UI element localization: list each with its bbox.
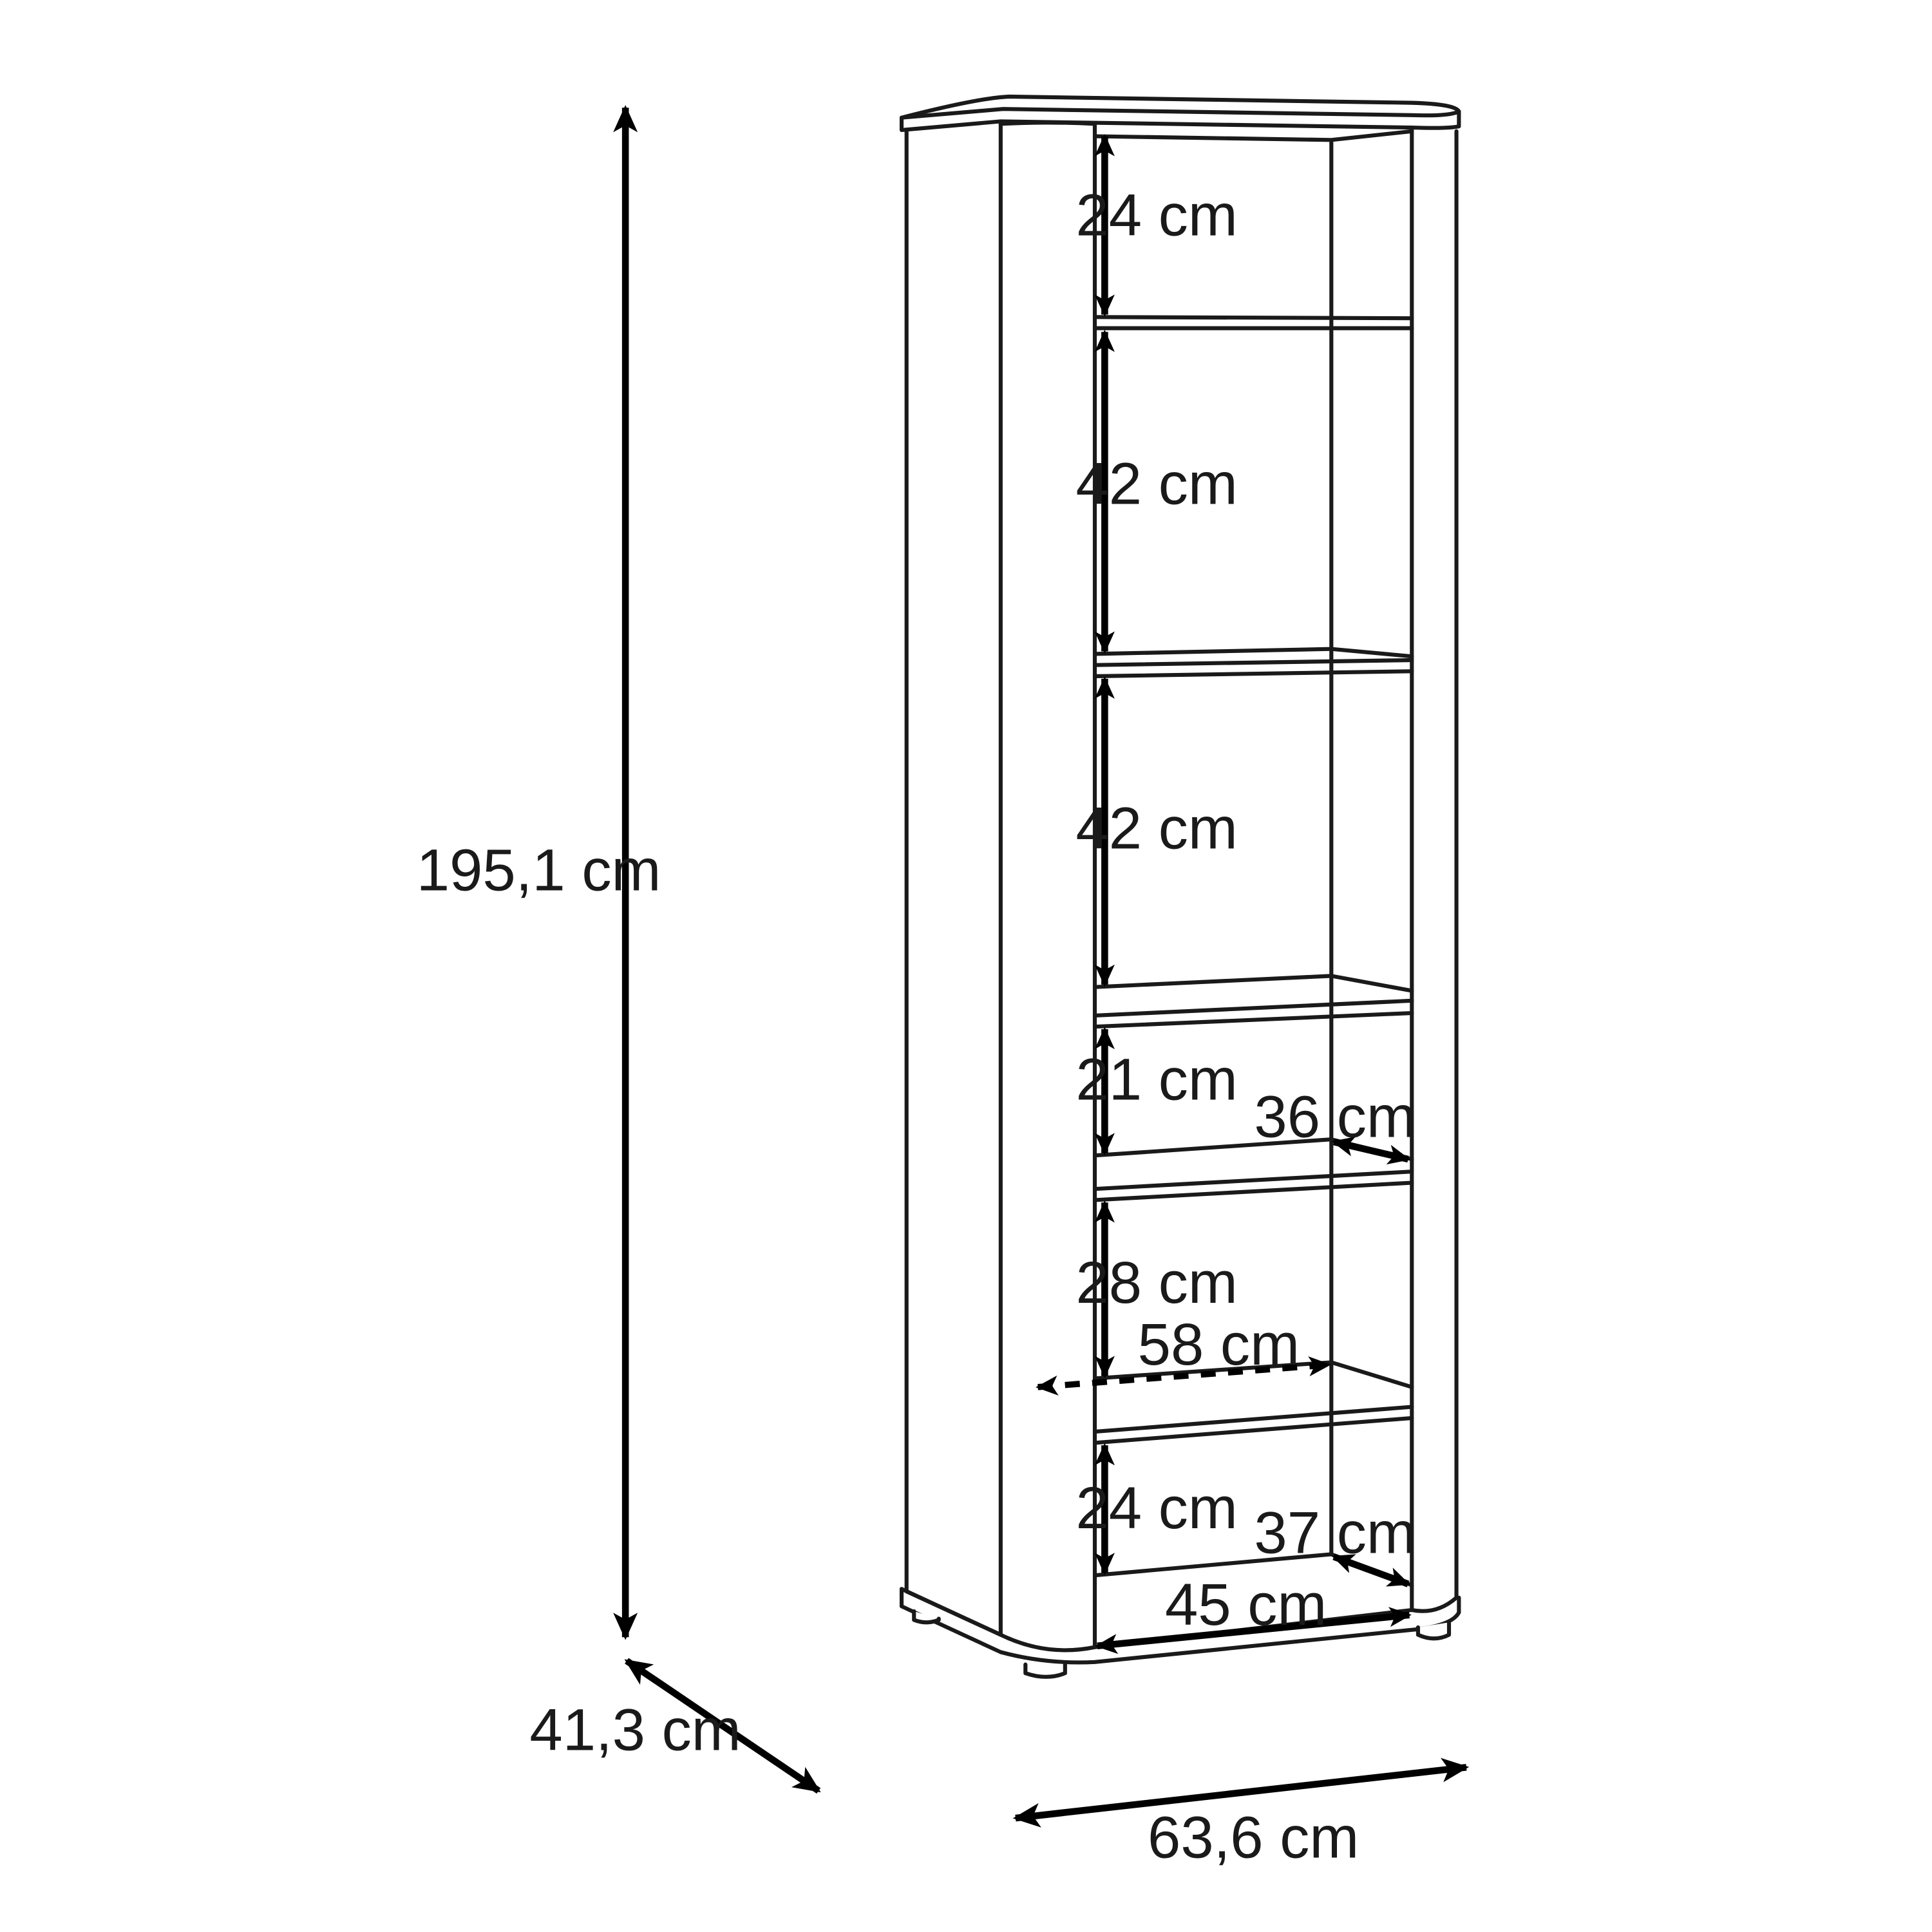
foot-left xyxy=(912,1609,941,1625)
front-right-column xyxy=(1410,126,1459,1613)
bookcase xyxy=(899,94,1461,1679)
width-label: 63,6 cm xyxy=(1148,1804,1359,1871)
depth-arrow xyxy=(624,1658,821,1794)
front-left-column xyxy=(998,120,1097,1653)
compartment-4-depth-label: 36 cm xyxy=(1254,1083,1416,1150)
shelf-2 xyxy=(1092,647,1414,679)
compartment-4-depth-arrow xyxy=(1331,1136,1410,1165)
compartment-6-depth-arrow xyxy=(1331,1553,1410,1587)
shelf-3 xyxy=(1092,974,1414,1029)
foot-front xyxy=(1023,1662,1067,1679)
compartment-4-height-label: 21 cm xyxy=(1075,1046,1237,1113)
compartment-2-height-label: 42 cm xyxy=(1075,450,1237,517)
compartment-6-height-label: 24 cm xyxy=(1075,1474,1237,1541)
compartment-6-width-arrow xyxy=(1095,1607,1412,1654)
compartment-1-height-label: 24 cm xyxy=(1075,181,1237,248)
overall-dimensions: 195,1 cm 41,3 cm 63,6 cm xyxy=(417,105,1470,1871)
left-side-panel xyxy=(904,122,1003,1637)
depth-label: 41,3 cm xyxy=(529,1696,741,1763)
base-plinth xyxy=(899,1587,1461,1665)
compartment-5-width-label: 58 cm xyxy=(1138,1311,1300,1378)
width-arrow xyxy=(1012,1757,1470,1828)
height-label: 195,1 cm xyxy=(417,837,661,904)
compartment-dimensions: 24 cm 42 cm 42 cm 21 cm 36 cm 28 cm 58 c… xyxy=(1036,134,1416,1654)
compartment-5-height-label: 28 cm xyxy=(1075,1249,1237,1316)
compartment-5-width-arrow xyxy=(1036,1356,1331,1396)
shelf-1 xyxy=(1092,315,1414,330)
compartment-6-width-label: 45 cm xyxy=(1165,1571,1327,1638)
compartment-6-depth-label: 37 cm xyxy=(1254,1499,1416,1566)
top-board-edge xyxy=(899,107,1461,120)
top-inner-frame xyxy=(1092,129,1414,142)
foot-right xyxy=(1416,1620,1452,1641)
compartment-3-height-label: 42 cm xyxy=(1075,794,1237,861)
